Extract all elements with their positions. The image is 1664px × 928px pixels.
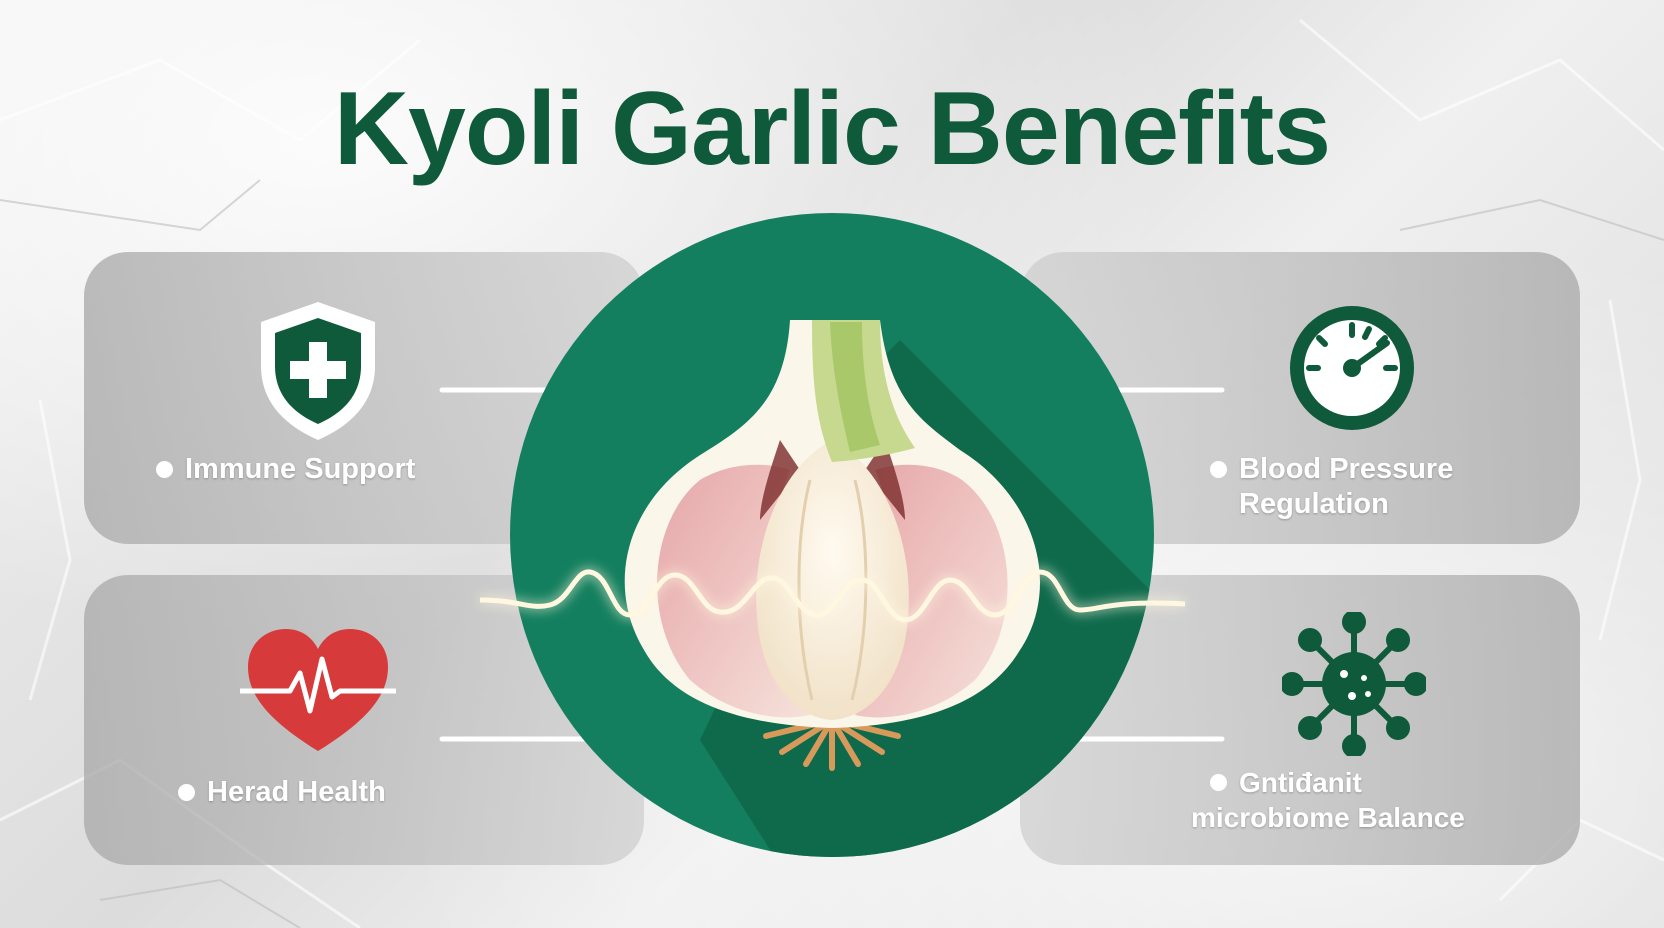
garlic-bulb-icon	[624, 320, 1040, 771]
blood-pressure-line-1: Blood Pressure	[1239, 453, 1454, 485]
benefit-label-immune: Immune Support	[156, 452, 415, 487]
immune-label-text: Immune Support	[185, 453, 416, 485]
bullet-dot	[156, 461, 173, 478]
page-title: Kyoli Garlic Benefits	[333, 71, 1331, 187]
shield-plus-icon	[261, 302, 375, 440]
bullet-dot	[178, 784, 195, 801]
blood-pressure-line-2: Regulation	[1239, 488, 1389, 520]
bullet-dot	[1210, 774, 1227, 791]
gauge-icon	[1290, 306, 1414, 430]
gut-line-2: microbiome Balance	[1191, 802, 1465, 833]
gut-line-1: Gntiđanit	[1239, 767, 1362, 798]
blood-pressure-label-text: Blood Pressure Regulation	[1239, 452, 1453, 522]
heart-label-text: Herad Health	[207, 776, 386, 808]
heart-pulse-icon	[240, 629, 396, 751]
microbe-icon	[1282, 612, 1426, 756]
gut-label-text: Gntiđanit microbiome Balance	[1191, 765, 1465, 835]
benefit-label-gut: Gntiđanit microbiome Balance	[1191, 765, 1465, 835]
bullet-dot	[1210, 461, 1227, 478]
benefit-label-blood-pressure: Blood Pressure Regulation	[1210, 452, 1453, 522]
benefit-label-heart: Herad Health	[178, 775, 386, 810]
pulse-wave	[479, 569, 1186, 623]
